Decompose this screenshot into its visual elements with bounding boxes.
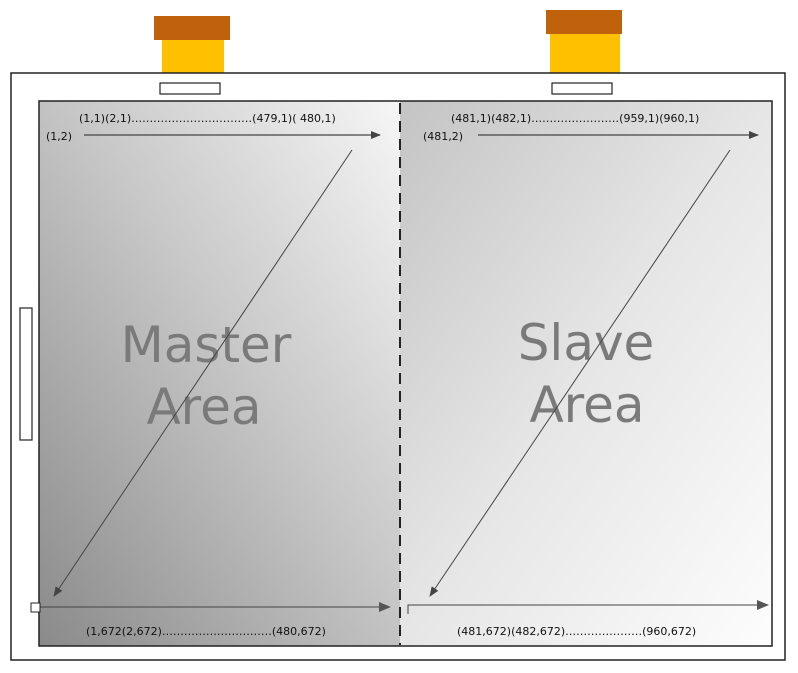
master-connector-tail xyxy=(162,40,224,73)
slave-area-label-line1: Slave xyxy=(518,314,655,372)
master-area-label-line2: Area xyxy=(146,378,261,436)
master-area-label-line1: Master xyxy=(121,316,292,374)
active-area-outline xyxy=(38,100,773,647)
master-bottom-row-coords: (1,672(2,672)…………………………(480,672) xyxy=(86,625,326,638)
slave-connector-pad xyxy=(551,82,613,95)
master-second-row-start: (1,2) xyxy=(46,130,72,143)
master-top-row-coords: (1,1)(2,1)……………………………(479,1)( 480,1) xyxy=(79,112,336,125)
slave-connector-cap xyxy=(546,10,622,34)
master-connector-pad xyxy=(159,82,221,95)
master-connector xyxy=(154,16,230,73)
master-start-pixel-marker xyxy=(30,602,41,613)
slave-area-label-line2: Area xyxy=(529,376,644,434)
slave-top-row-coords: (481,1)(482,1)……………………(959,1)(960,1) xyxy=(451,112,699,125)
master-area xyxy=(39,101,400,646)
slave-bottom-row-coords: (481,672)(482,672)…………………(960,672) xyxy=(457,625,696,638)
side-tab xyxy=(19,307,33,441)
slave-second-row-start: (481,2) xyxy=(423,130,463,143)
master-connector-cap xyxy=(154,16,230,40)
master-diagonal-return-arrow xyxy=(53,149,353,597)
slave-start-pixel-marker xyxy=(407,604,430,614)
slave-connector xyxy=(546,10,622,73)
slave-connector-tail xyxy=(550,34,620,73)
slave-diagonal-return-arrow xyxy=(429,149,731,597)
slave-area xyxy=(400,101,772,646)
